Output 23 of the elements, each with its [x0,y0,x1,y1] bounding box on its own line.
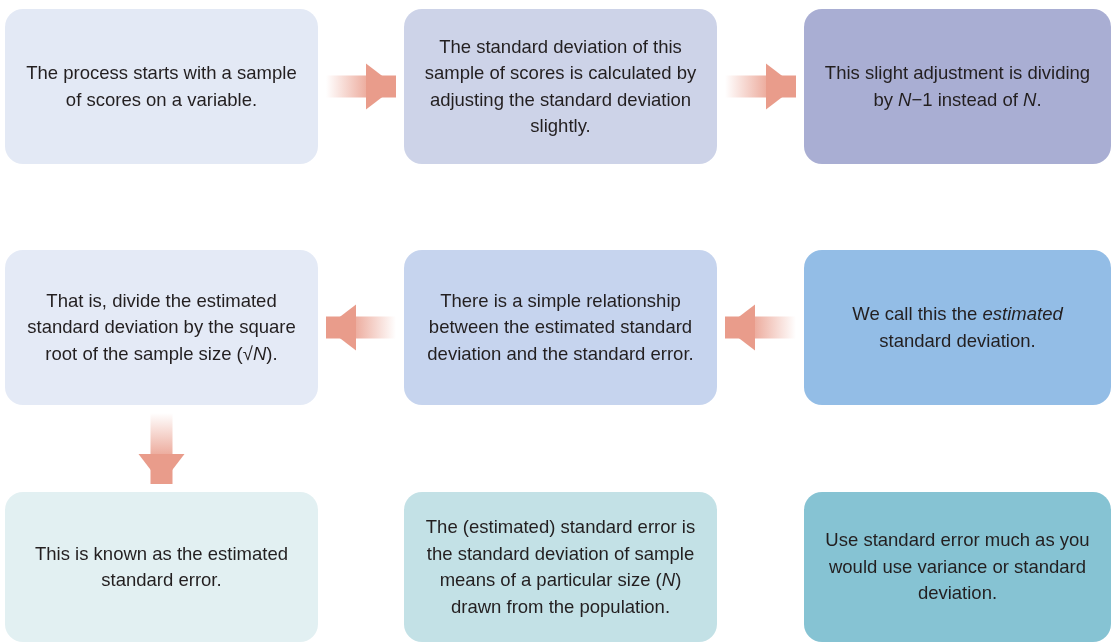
box-text: Use standard error much as you would use variance or standard deviation. [824,528,1091,606]
box-text: There is a simple relationship between the estimated standard deviation and the standard error. [426,288,695,366]
box-text: That is, divide the estimated standard deviation by the square root of the sample size (√N). [26,288,297,366]
process-box [5,9,318,164]
box-text: This is known as the estimated standard error. [34,541,289,592]
process-box [5,250,318,405]
block-arrow [725,63,796,110]
process-box [804,492,1111,642]
box-text: The standard deviation of this sample of scores is calculated by adjusting the standard deviation slightly. [423,34,698,138]
process-box [5,492,318,642]
process-box [804,9,1111,164]
block-arrow [725,304,796,351]
process-box [404,250,717,405]
box-text: The (estimated) standard error is the standard deviation of sample means of a particular size (N) drawn from the population. [424,515,697,619]
process-box [404,492,717,642]
box-text: We call this the estimated standard deviation. [851,302,1065,353]
box-text: This slight adjustment is dividing by N−1 instead of N. [823,61,1092,112]
block-arrow [326,304,396,351]
block-arrow [138,413,185,484]
block-arrow [326,63,396,110]
process-box [804,250,1111,405]
process-box [404,9,717,164]
box-text: The process starts with a sample of scores on a variable. [25,61,298,112]
